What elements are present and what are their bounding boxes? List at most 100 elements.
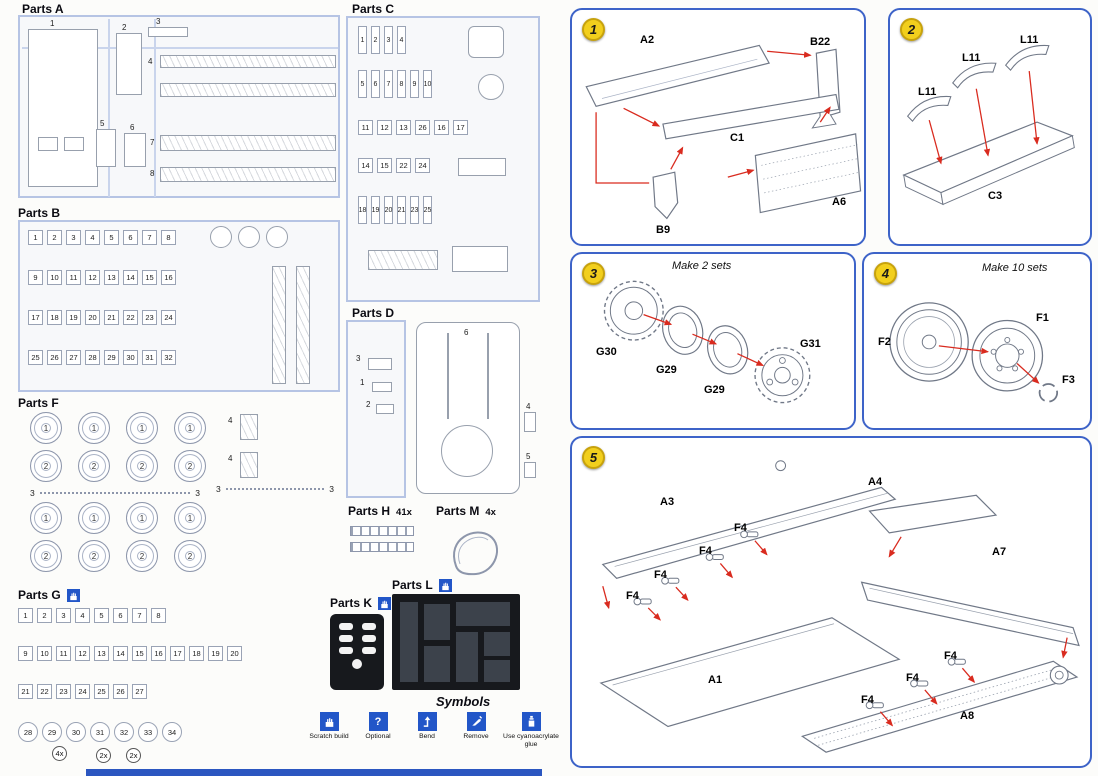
small-wheel-row: 3 3 bbox=[30, 488, 200, 498]
part-number: 8 bbox=[161, 230, 176, 245]
part-number: 31 bbox=[90, 722, 110, 742]
part-label-a4: A4 bbox=[868, 476, 883, 488]
part-number: 22 bbox=[37, 684, 52, 699]
part-number: 30 bbox=[123, 350, 138, 365]
part-number: 10 bbox=[423, 70, 432, 98]
part-number: 11 bbox=[66, 270, 81, 285]
part-number: 14 bbox=[358, 158, 373, 173]
part-number: 20 bbox=[85, 310, 100, 325]
part-number: 3 bbox=[30, 488, 35, 498]
part-number: 27 bbox=[132, 684, 147, 699]
symbol-cyanoacrylate-glue: Use cyanoacrylate glue bbox=[502, 712, 560, 749]
section-title: Parts F bbox=[18, 396, 59, 410]
sprue-runner bbox=[22, 47, 338, 49]
part-label-a7: A7 bbox=[992, 546, 1007, 558]
string-loop-drawing bbox=[453, 531, 499, 576]
part-number: 5 bbox=[94, 608, 109, 623]
part-number: 5 bbox=[358, 70, 367, 98]
part-number: 1 bbox=[360, 378, 365, 387]
part-number: 10 bbox=[47, 270, 62, 285]
part-number: 25 bbox=[423, 196, 432, 224]
question-icon: ? bbox=[368, 712, 388, 731]
part-label-g31: G31 bbox=[800, 338, 821, 350]
sprue-runner bbox=[108, 19, 110, 197]
part-number: 11 bbox=[358, 120, 373, 135]
part-drawing bbox=[296, 266, 310, 384]
part-number: 29 bbox=[104, 350, 119, 365]
part-number: 16 bbox=[434, 120, 449, 135]
wheel-part: 2 bbox=[30, 540, 62, 572]
part-number: 5 bbox=[104, 230, 119, 245]
small-wheel-dots bbox=[225, 488, 325, 490]
part-number: 23 bbox=[410, 196, 419, 224]
track-links-drawing bbox=[350, 542, 414, 552]
part-drawing bbox=[452, 246, 508, 272]
wheel-part: 2 bbox=[126, 450, 158, 482]
part-label-b22: B22 bbox=[810, 36, 831, 48]
part-label-g29: G29 bbox=[704, 384, 725, 396]
symbols-title: Symbols bbox=[436, 694, 491, 709]
symbol-label: Scratch build bbox=[309, 733, 349, 740]
part-label-a2: A2 bbox=[640, 34, 655, 46]
part-number: 22 bbox=[396, 158, 411, 173]
etch-part bbox=[484, 632, 510, 656]
part-number: 3 bbox=[56, 608, 71, 623]
multiplier-badge: 2x bbox=[96, 748, 111, 763]
part-number: 5 bbox=[526, 452, 531, 461]
assembly-step-4: 4 Make 10 sets F2 F1 F3 bbox=[862, 252, 1092, 430]
part-drawing bbox=[160, 55, 336, 68]
scratch-build-flag-icon bbox=[66, 589, 80, 602]
part-number: 16 bbox=[151, 646, 166, 661]
section-title: Parts L bbox=[392, 578, 452, 592]
part-number: 3 bbox=[216, 484, 221, 494]
sprue-runner bbox=[154, 19, 156, 197]
part-drawing bbox=[240, 414, 258, 440]
part-number: 5 bbox=[100, 119, 105, 128]
part-number: 8 bbox=[151, 608, 166, 623]
step-3-diagram bbox=[603, 280, 811, 404]
symbol-scratch-build: Scratch build bbox=[306, 712, 352, 749]
part-label-a1: A1 bbox=[708, 674, 723, 686]
track-links-drawing bbox=[350, 526, 414, 536]
small-wheel-row: 3 3 bbox=[216, 484, 334, 494]
section-title: Parts A bbox=[22, 2, 64, 16]
part-number: 19 bbox=[371, 196, 380, 224]
part-label-f4: F4 bbox=[944, 650, 957, 662]
part-label-a6: A6 bbox=[832, 196, 847, 208]
part-number: 11 bbox=[56, 646, 71, 661]
part-number: 3 bbox=[384, 26, 393, 54]
etch-part bbox=[424, 646, 450, 682]
part-label-f4: F4 bbox=[699, 545, 712, 557]
step-1-diagram bbox=[585, 44, 862, 220]
section-title: Parts B bbox=[18, 206, 61, 220]
part-number: 25 bbox=[94, 684, 109, 699]
part-detail-line bbox=[447, 333, 449, 419]
part-label-a8: A8 bbox=[960, 710, 975, 722]
step-number-badge: 3 bbox=[582, 262, 605, 285]
wheel-part: 1 bbox=[30, 412, 62, 444]
part-number: 6 bbox=[123, 230, 138, 245]
section-title: Parts G bbox=[18, 588, 80, 602]
wheel-part: 2 bbox=[126, 540, 158, 572]
part-number: 1 bbox=[18, 608, 33, 623]
part-number: 33 bbox=[138, 722, 158, 742]
part-label-g30: G30 bbox=[596, 346, 617, 358]
part-label-a3: A3 bbox=[660, 496, 675, 508]
part-number: 4 bbox=[148, 57, 153, 66]
wheel-part: 1 bbox=[126, 502, 158, 534]
part-detail-line bbox=[487, 333, 489, 419]
scratch-build-flag-icon bbox=[378, 597, 392, 610]
part-label-c1: C1 bbox=[730, 132, 745, 144]
page-edge-bar bbox=[86, 769, 542, 776]
part-drawing bbox=[148, 27, 188, 37]
